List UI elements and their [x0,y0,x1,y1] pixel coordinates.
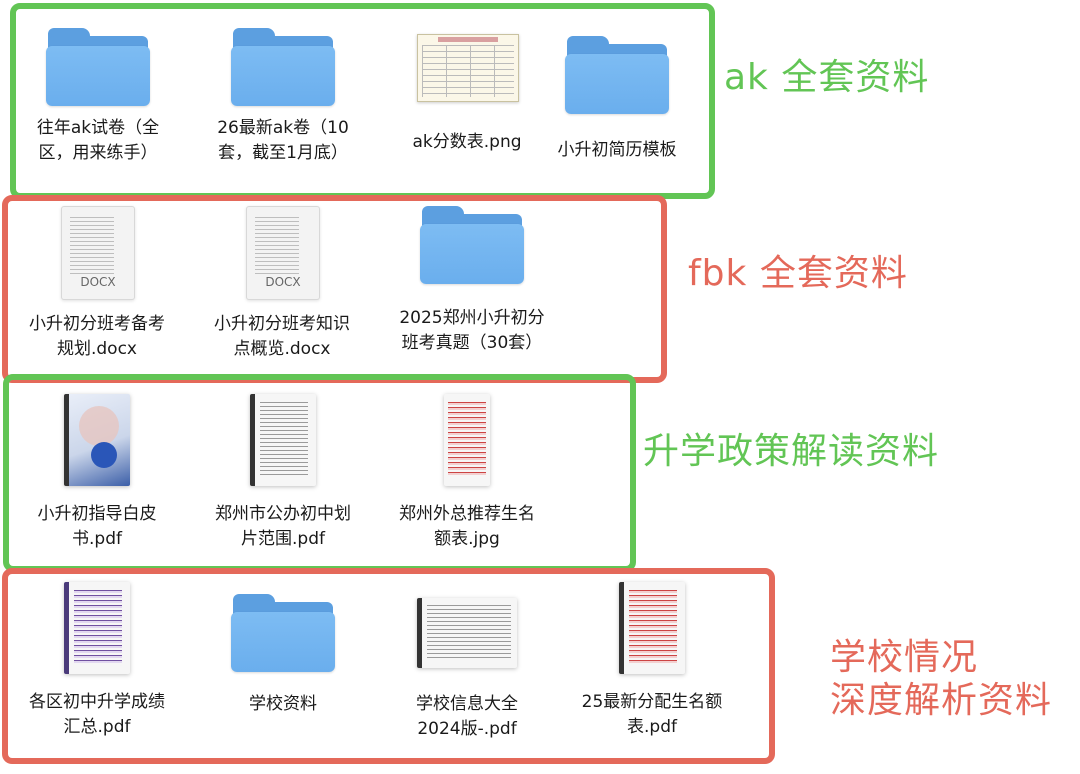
file-item[interactable]: 25最新分配生名额 表.pdf [572,582,732,740]
folder-icon [565,34,669,114]
file-item[interactable]: 小升初指导白皮 书.pdf [17,394,177,552]
file-name: 小升初分班考知识 点概览.docx [214,314,350,359]
file-item[interactable]: 小升初简历模板 [537,34,697,163]
file-name: 各区初中升学成绩 汇总.pdf [29,692,165,737]
image-thumbnail-icon [417,34,519,102]
file-item[interactable]: ak分数表.png [387,34,547,155]
docx-ext: DOCX [80,275,116,289]
group-box-fbk [2,195,667,383]
file-name: 25最新分配生名额 表.pdf [581,692,723,737]
file-item[interactable]: 郑州外总推荐生名 额表.jpg [387,394,547,552]
folder-icon [46,26,150,106]
file-item[interactable]: 郑州市公办初中划 片范围.pdf [203,394,363,552]
file-name: 小升初简历模板 [557,140,677,160]
file-name: 2025郑州小升初分 班考真题（30套） [399,308,545,353]
file-name: 学校资料 [249,694,317,714]
file-item[interactable]: 各区初中升学成绩 汇总.pdf [17,582,177,740]
folder-icon [231,26,335,106]
pdf-thumbnail-icon [619,582,685,674]
file-item[interactable]: 2025郑州小升初分 班考真题（30套） [392,204,552,356]
docx-icon: DOCX [61,206,135,300]
group-label-schools: 学校情况 深度解析资料 [830,637,1053,722]
file-item[interactable]: 学校资料 [203,592,363,717]
file-name: 学校信息大全 2024版-.pdf [416,694,518,739]
file-name: 郑州外总推荐生名 额表.jpg [399,504,535,549]
pdf-thumbnail-icon [64,394,130,486]
file-name: 郑州市公办初中划 片范围.pdf [215,504,351,549]
file-name: 小升初指导白皮 书.pdf [37,504,157,549]
group-label-ak: ak 全套资料 [724,57,930,98]
group-label-fbk: fbk 全套资料 [688,253,908,294]
file-item[interactable]: DOCX 小升初分班考备考 规划.docx [17,206,177,362]
folder-icon [231,592,335,672]
pdf-thumbnail-icon [417,598,517,668]
file-item[interactable]: DOCX 小升初分班考知识 点概览.docx [202,206,362,362]
folder-icon [420,204,524,284]
group-box-schools [2,568,775,764]
file-name: 往年ak试卷（全 区，用来练手） [36,118,160,163]
group-label-policy: 升学政策解读资料 [643,431,940,472]
file-name: ak分数表.png [412,132,522,152]
file-item[interactable]: 26最新ak卷（10 套，截至1月底） [203,26,363,166]
docx-ext: DOCX [265,275,301,289]
file-name: 26最新ak卷（10 套，截至1月底） [217,118,349,163]
file-item[interactable]: 学校信息大全 2024版-.pdf [387,598,547,742]
file-item[interactable]: 往年ak试卷（全 区，用来练手） [18,26,178,166]
image-thumbnail-icon [444,394,490,486]
pdf-thumbnail-icon [64,582,130,674]
file-name: 小升初分班考备考 规划.docx [29,314,165,359]
docx-icon: DOCX [246,206,320,300]
pdf-thumbnail-icon [250,394,316,486]
